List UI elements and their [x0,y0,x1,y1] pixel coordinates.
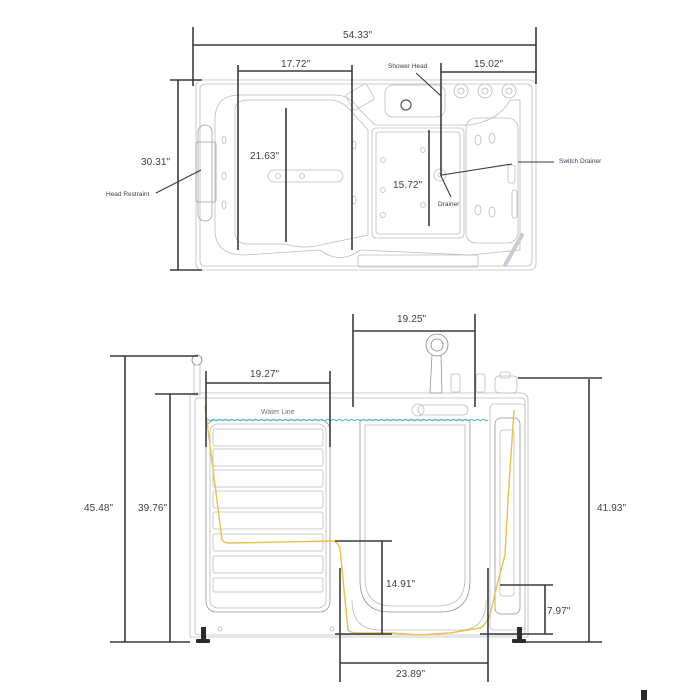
seat-width-label: 17.72" [281,59,311,70]
interior-profile-line [204,405,515,636]
step-height-label: 14.91" [386,579,416,590]
top-view [195,79,537,271]
water-line [205,418,489,422]
foot-well-width-label: 15.02" [474,59,504,70]
tub-feet [196,627,526,643]
overall-height-label: 45.48" [84,503,114,514]
foot-well-depth-label: 15.72" [393,180,423,191]
front-view [189,333,529,638]
drainer-callout: Drainer [438,201,460,208]
depth-label: 30.31" [141,157,171,168]
page-marker [641,690,647,700]
head-restraint-callout: Head Restraint [106,191,150,198]
rim-height-label: 39.76" [138,503,168,514]
tub-outer-outline [195,79,537,271]
step-in-height-label: 7.97" [547,606,571,617]
front-view-dimensions [110,314,602,682]
shower-head-callout: Shower Head [388,63,428,70]
seat-depth-label: 21.63" [250,151,280,162]
seat-front-width-label: 19.27" [250,369,280,380]
water-line-label: Water Line [261,409,295,416]
switch-drainer-callout: Switch Drainer [559,158,602,165]
door-width-label: 19.25" [397,314,427,325]
overall-width-label: 54.33" [343,30,373,41]
bottom-width-label: 23.89" [396,669,426,680]
top-view-dimensions [155,27,554,271]
right-height-label: 41.93" [597,503,627,514]
